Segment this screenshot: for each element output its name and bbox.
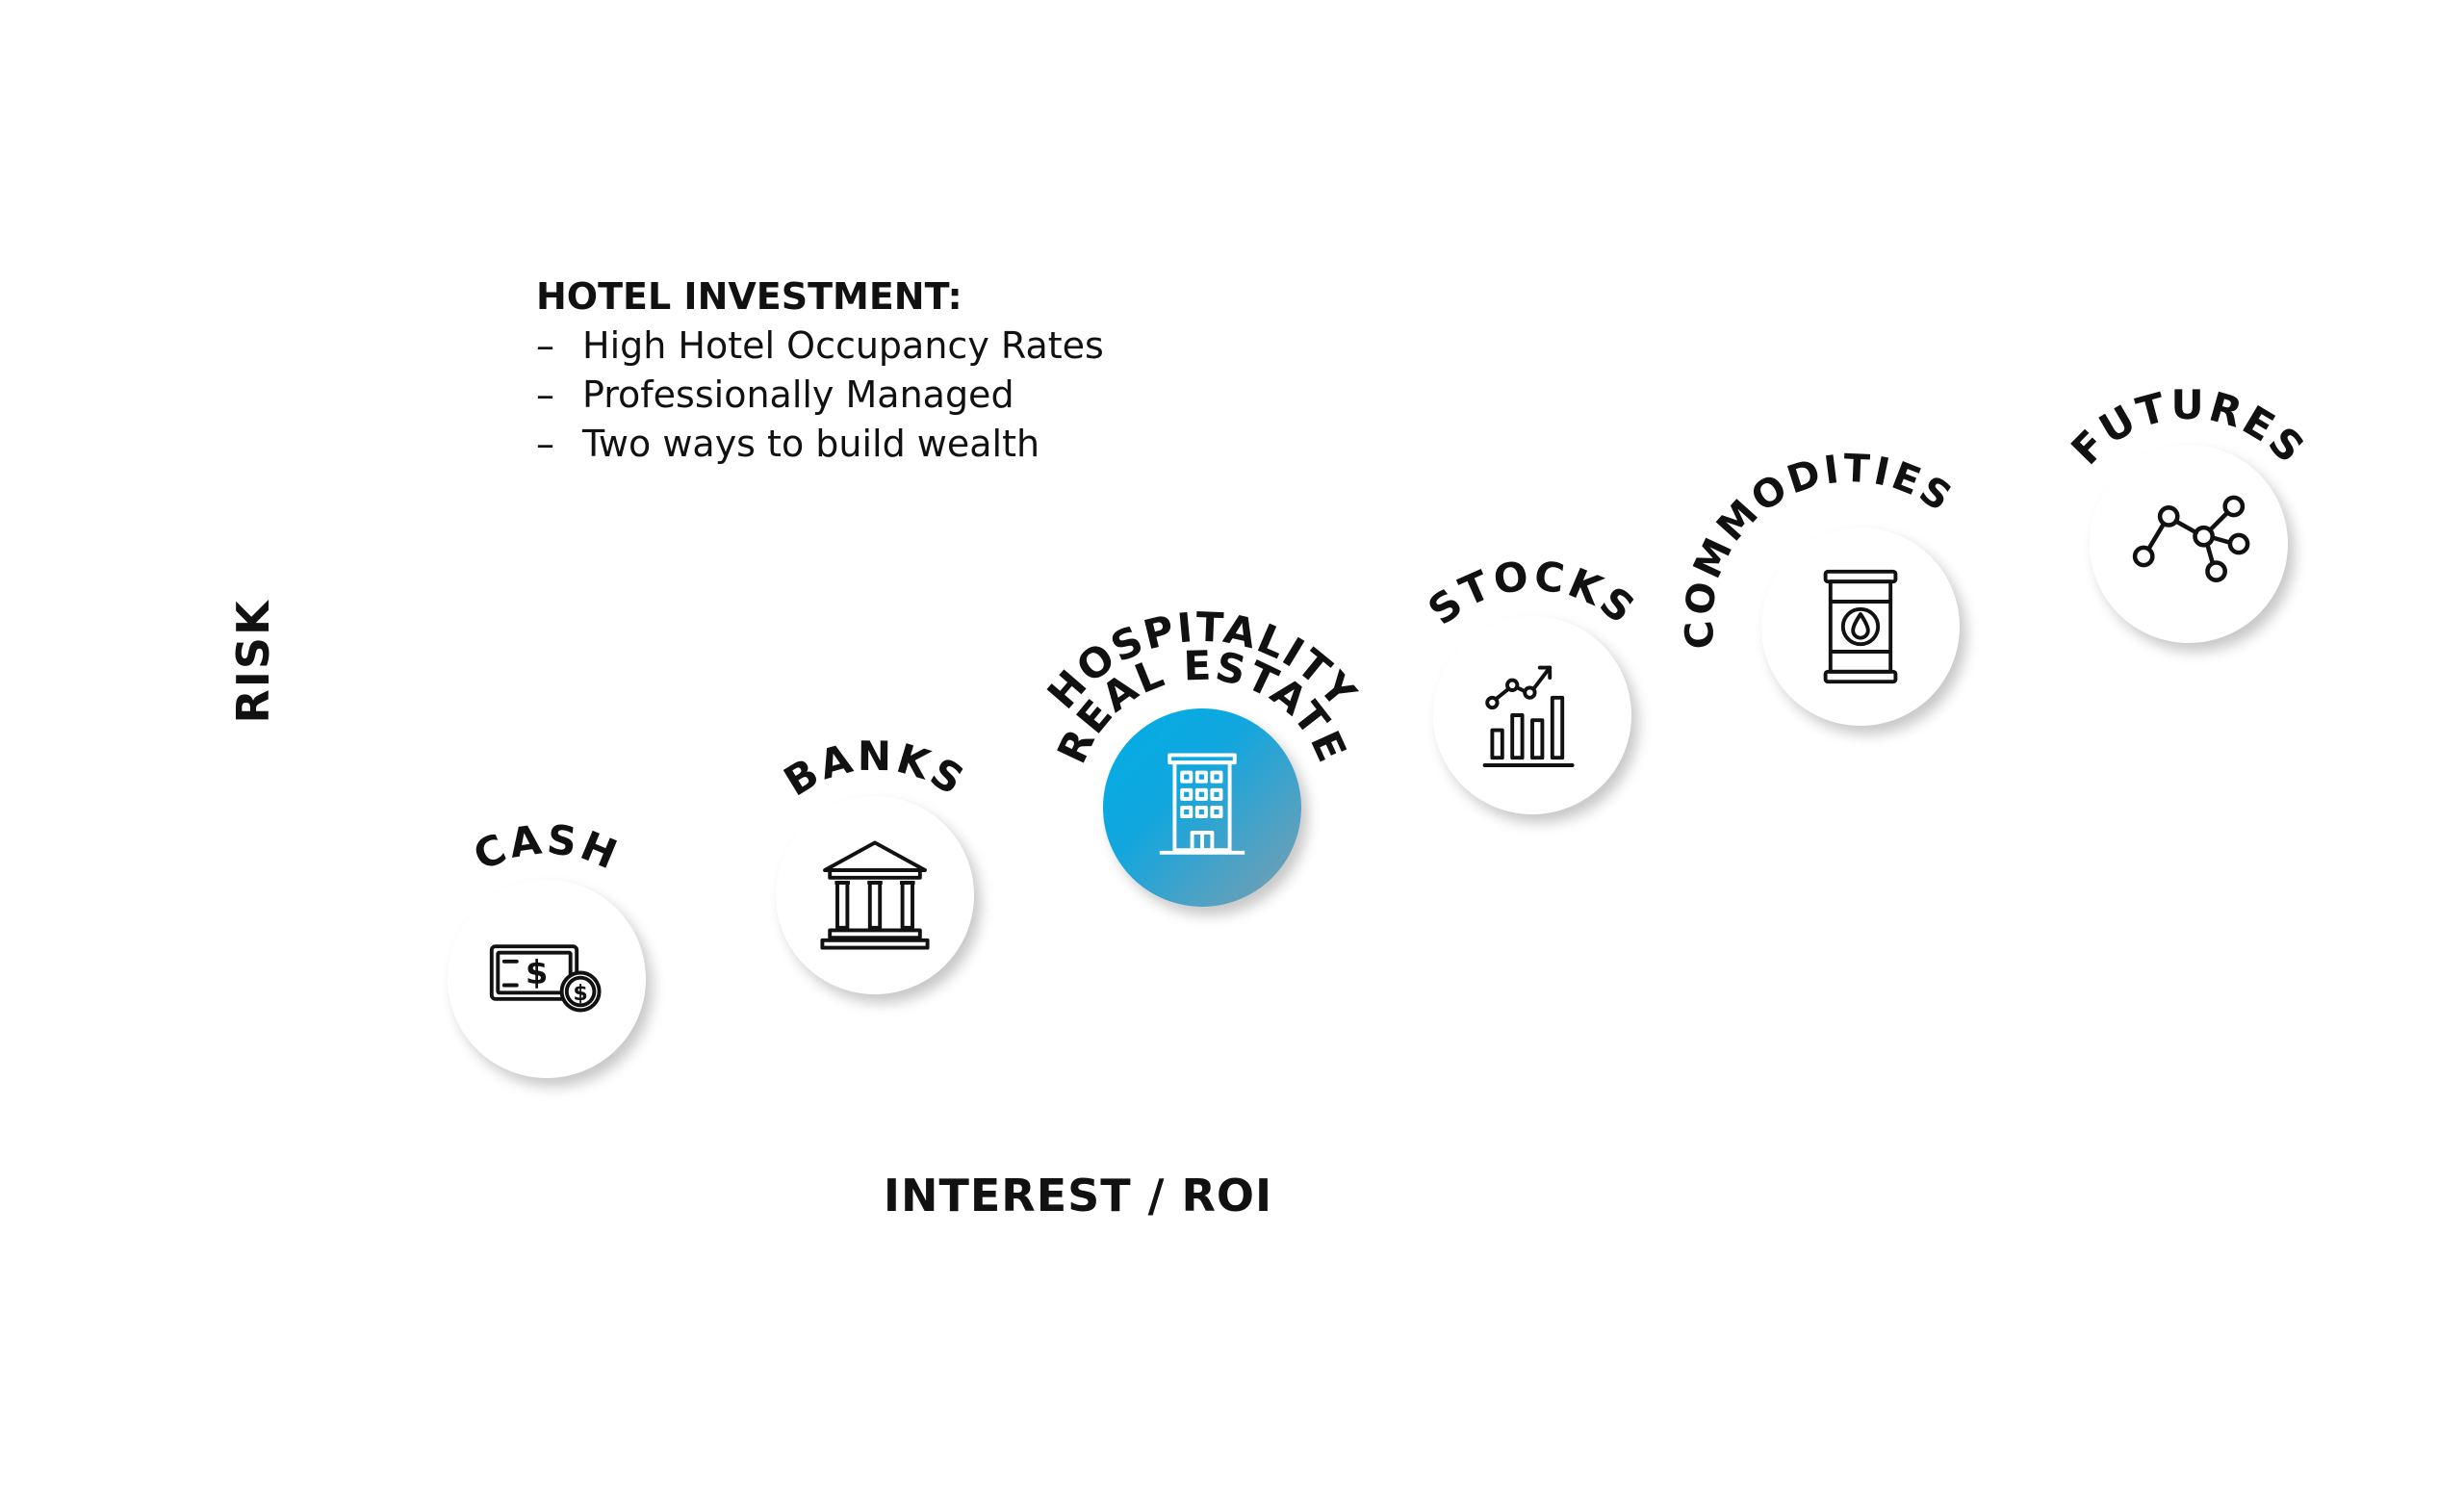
bullet-marker: – xyxy=(536,423,554,465)
note-title: HOTEL INVESTMENT: xyxy=(536,275,962,318)
arc-label-cash: CASH xyxy=(467,815,627,880)
futures-circle xyxy=(2090,445,2288,643)
x-axis-label: INTEREST / ROI xyxy=(883,1170,1273,1222)
commodities-circle xyxy=(1761,527,1960,726)
note-bullet: –High Hotel Occupancy Rates xyxy=(536,322,1104,371)
bank-icon xyxy=(820,840,930,950)
note-bullet: –Professionally Managed xyxy=(536,371,1104,420)
stock-chart-icon xyxy=(1482,665,1575,767)
bullet-text: Two ways to build wealth xyxy=(582,423,1040,465)
bullet-text: High Hotel Occupancy Rates xyxy=(582,324,1104,367)
network-nodes-icon xyxy=(2132,495,2250,582)
bullet-marker: – xyxy=(536,373,554,416)
banks-circle xyxy=(776,796,974,994)
svg-text:$: $ xyxy=(526,954,549,991)
arc-label-banks: BANKS xyxy=(776,733,974,806)
svg-text:BANKS: BANKS xyxy=(776,733,974,806)
hotel-investment-note: HOTEL INVESTMENT: –High Hotel Occupancy … xyxy=(536,272,1104,469)
node-label-banks: BANKS xyxy=(776,733,971,806)
svg-text:CASH: CASH xyxy=(467,815,627,880)
y-axis-label: RISK xyxy=(227,599,279,724)
bullet-marker: – xyxy=(536,324,554,367)
bullet-text: Professionally Managed xyxy=(582,373,1014,416)
hospitality-circle xyxy=(1103,708,1301,907)
hotel-building-icon xyxy=(1159,753,1245,855)
note-bullet: –Two ways to build wealth xyxy=(536,420,1104,469)
oil-barrel-icon xyxy=(1823,569,1898,684)
cash-circle: $ $ xyxy=(448,880,646,1078)
stocks-circle xyxy=(1433,616,1631,814)
note-bullet-list: –High Hotel Occupancy Rates –Professiona… xyxy=(536,322,1104,469)
cash-icon: $ $ xyxy=(489,944,602,1013)
svg-text:$: $ xyxy=(573,981,587,1006)
node-label-cash: CASH xyxy=(467,815,624,880)
